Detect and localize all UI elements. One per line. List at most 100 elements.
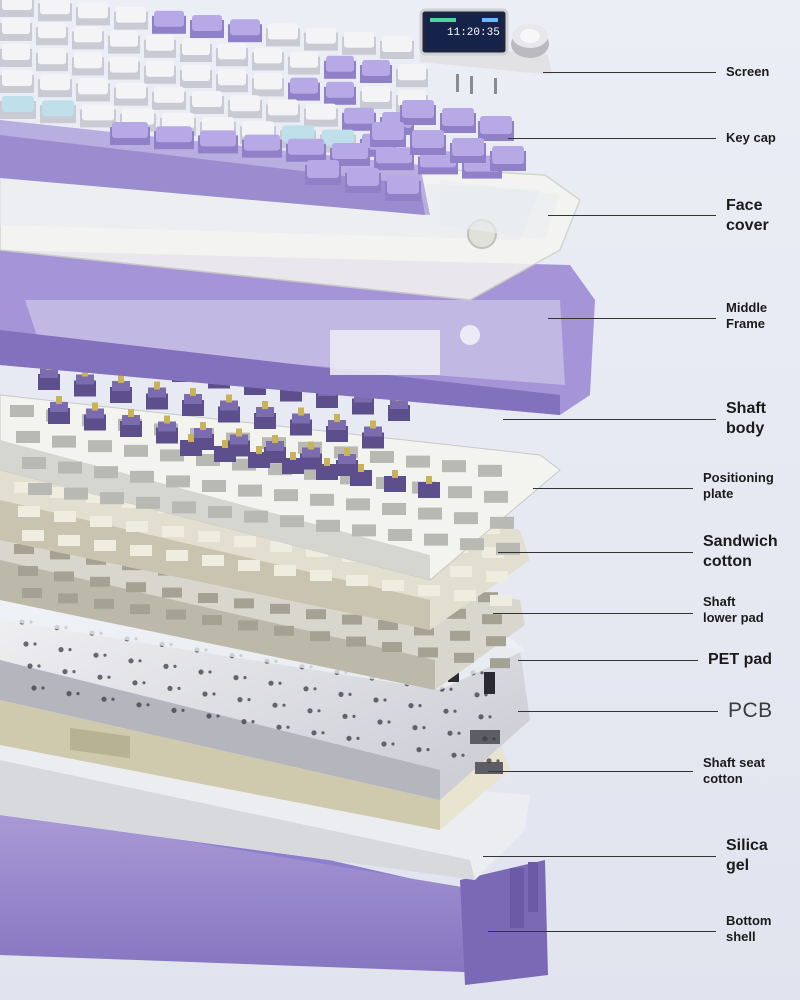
plate-hole — [490, 516, 514, 529]
keycap — [122, 108, 154, 125]
switch-top — [112, 381, 130, 391]
cotton-hole — [50, 487, 72, 498]
switch-housing — [418, 482, 440, 498]
pcb-hole — [453, 709, 457, 713]
pcb-hole — [41, 686, 45, 690]
keycap — [192, 15, 222, 31]
pad-hole — [50, 549, 70, 560]
pet-pad-label: PET pad — [708, 650, 772, 670]
keycap — [112, 122, 148, 138]
sandwich-cotton-label-line: cotton — [703, 553, 752, 570]
keycap — [254, 47, 282, 64]
plate-hole — [352, 524, 376, 537]
pad-hole — [342, 614, 362, 625]
pad-hole — [482, 614, 502, 625]
cotton-hole — [18, 506, 40, 517]
keycap — [288, 138, 324, 155]
keycap — [480, 116, 512, 134]
pcb-hole — [426, 748, 430, 752]
pcb-hole — [418, 704, 422, 708]
plate-hole — [238, 484, 262, 497]
plate-hole — [172, 501, 196, 514]
cotton-hole — [162, 526, 184, 537]
cotton-hole — [22, 530, 44, 541]
keycap — [362, 86, 390, 102]
keycap — [78, 2, 108, 19]
switch-top — [184, 394, 202, 404]
keycap — [492, 146, 524, 164]
plate-hole — [484, 490, 508, 503]
keycap — [362, 60, 390, 76]
pcb-hole — [313, 687, 317, 691]
plate-hole — [274, 489, 298, 502]
switch-stem — [222, 440, 228, 448]
cotton-hole — [270, 541, 292, 552]
keycap — [268, 23, 298, 40]
pcb-hole — [212, 692, 216, 696]
plate-hole — [478, 464, 502, 477]
switch-stem — [370, 420, 376, 429]
keycap — [2, 0, 32, 10]
keycap-underlay — [0, 120, 430, 215]
pcb-hole — [202, 691, 208, 697]
keycap — [116, 82, 146, 99]
cotton-hole — [90, 516, 112, 527]
keycap — [200, 130, 236, 147]
plate-hole — [100, 492, 124, 505]
pad-hole — [234, 598, 254, 609]
pcb-hole — [233, 675, 239, 681]
screen-clock: 11:20:35 — [447, 27, 500, 39]
keycap — [420, 151, 456, 168]
cotton-hole — [198, 531, 220, 542]
pcb-hole — [282, 703, 286, 707]
pcb-hole — [72, 670, 76, 674]
pcb-hole — [247, 698, 251, 702]
pet-pad-label-line: PET pad — [708, 651, 773, 668]
keycap — [182, 65, 210, 81]
pcb-hole — [447, 730, 453, 736]
key-cap-layer — [0, 0, 526, 201]
switch-housing — [384, 476, 406, 492]
pad-hole — [130, 604, 150, 615]
keycap — [38, 22, 66, 39]
switch-top — [194, 428, 212, 438]
keycap — [254, 73, 282, 90]
keycap — [344, 31, 374, 48]
switch-stem — [298, 407, 304, 416]
pcb-hole — [321, 731, 325, 735]
keycap — [387, 176, 419, 194]
keycap — [452, 138, 484, 156]
pcb-leader-line — [518, 711, 718, 712]
pcb-hole — [381, 741, 387, 747]
pad-hole — [162, 587, 182, 598]
silica-gel-label-line: Silica — [726, 837, 768, 854]
key-cap-leader-line — [508, 138, 716, 139]
keycap — [116, 6, 146, 23]
cotton-hole — [14, 482, 36, 493]
switch-top — [76, 374, 94, 385]
pad-hole — [454, 652, 474, 663]
pad-hole — [490, 658, 510, 669]
switch-stem — [188, 434, 194, 442]
pad-hole — [346, 636, 366, 647]
pcb-hole — [171, 707, 177, 714]
pad-hole — [54, 571, 74, 582]
keycap — [42, 100, 74, 117]
switch-stem — [358, 464, 364, 472]
keycap — [282, 125, 314, 142]
keycap — [290, 77, 318, 94]
pcb-hole — [173, 664, 177, 669]
keycap — [146, 34, 174, 51]
keycap — [442, 108, 474, 126]
pad-hole — [486, 636, 506, 647]
keycap — [162, 112, 194, 129]
plate-hole — [202, 480, 226, 492]
switch-top — [122, 415, 140, 425]
pad-hole — [306, 609, 326, 620]
pad-hole — [270, 603, 290, 614]
keycap — [376, 147, 412, 164]
